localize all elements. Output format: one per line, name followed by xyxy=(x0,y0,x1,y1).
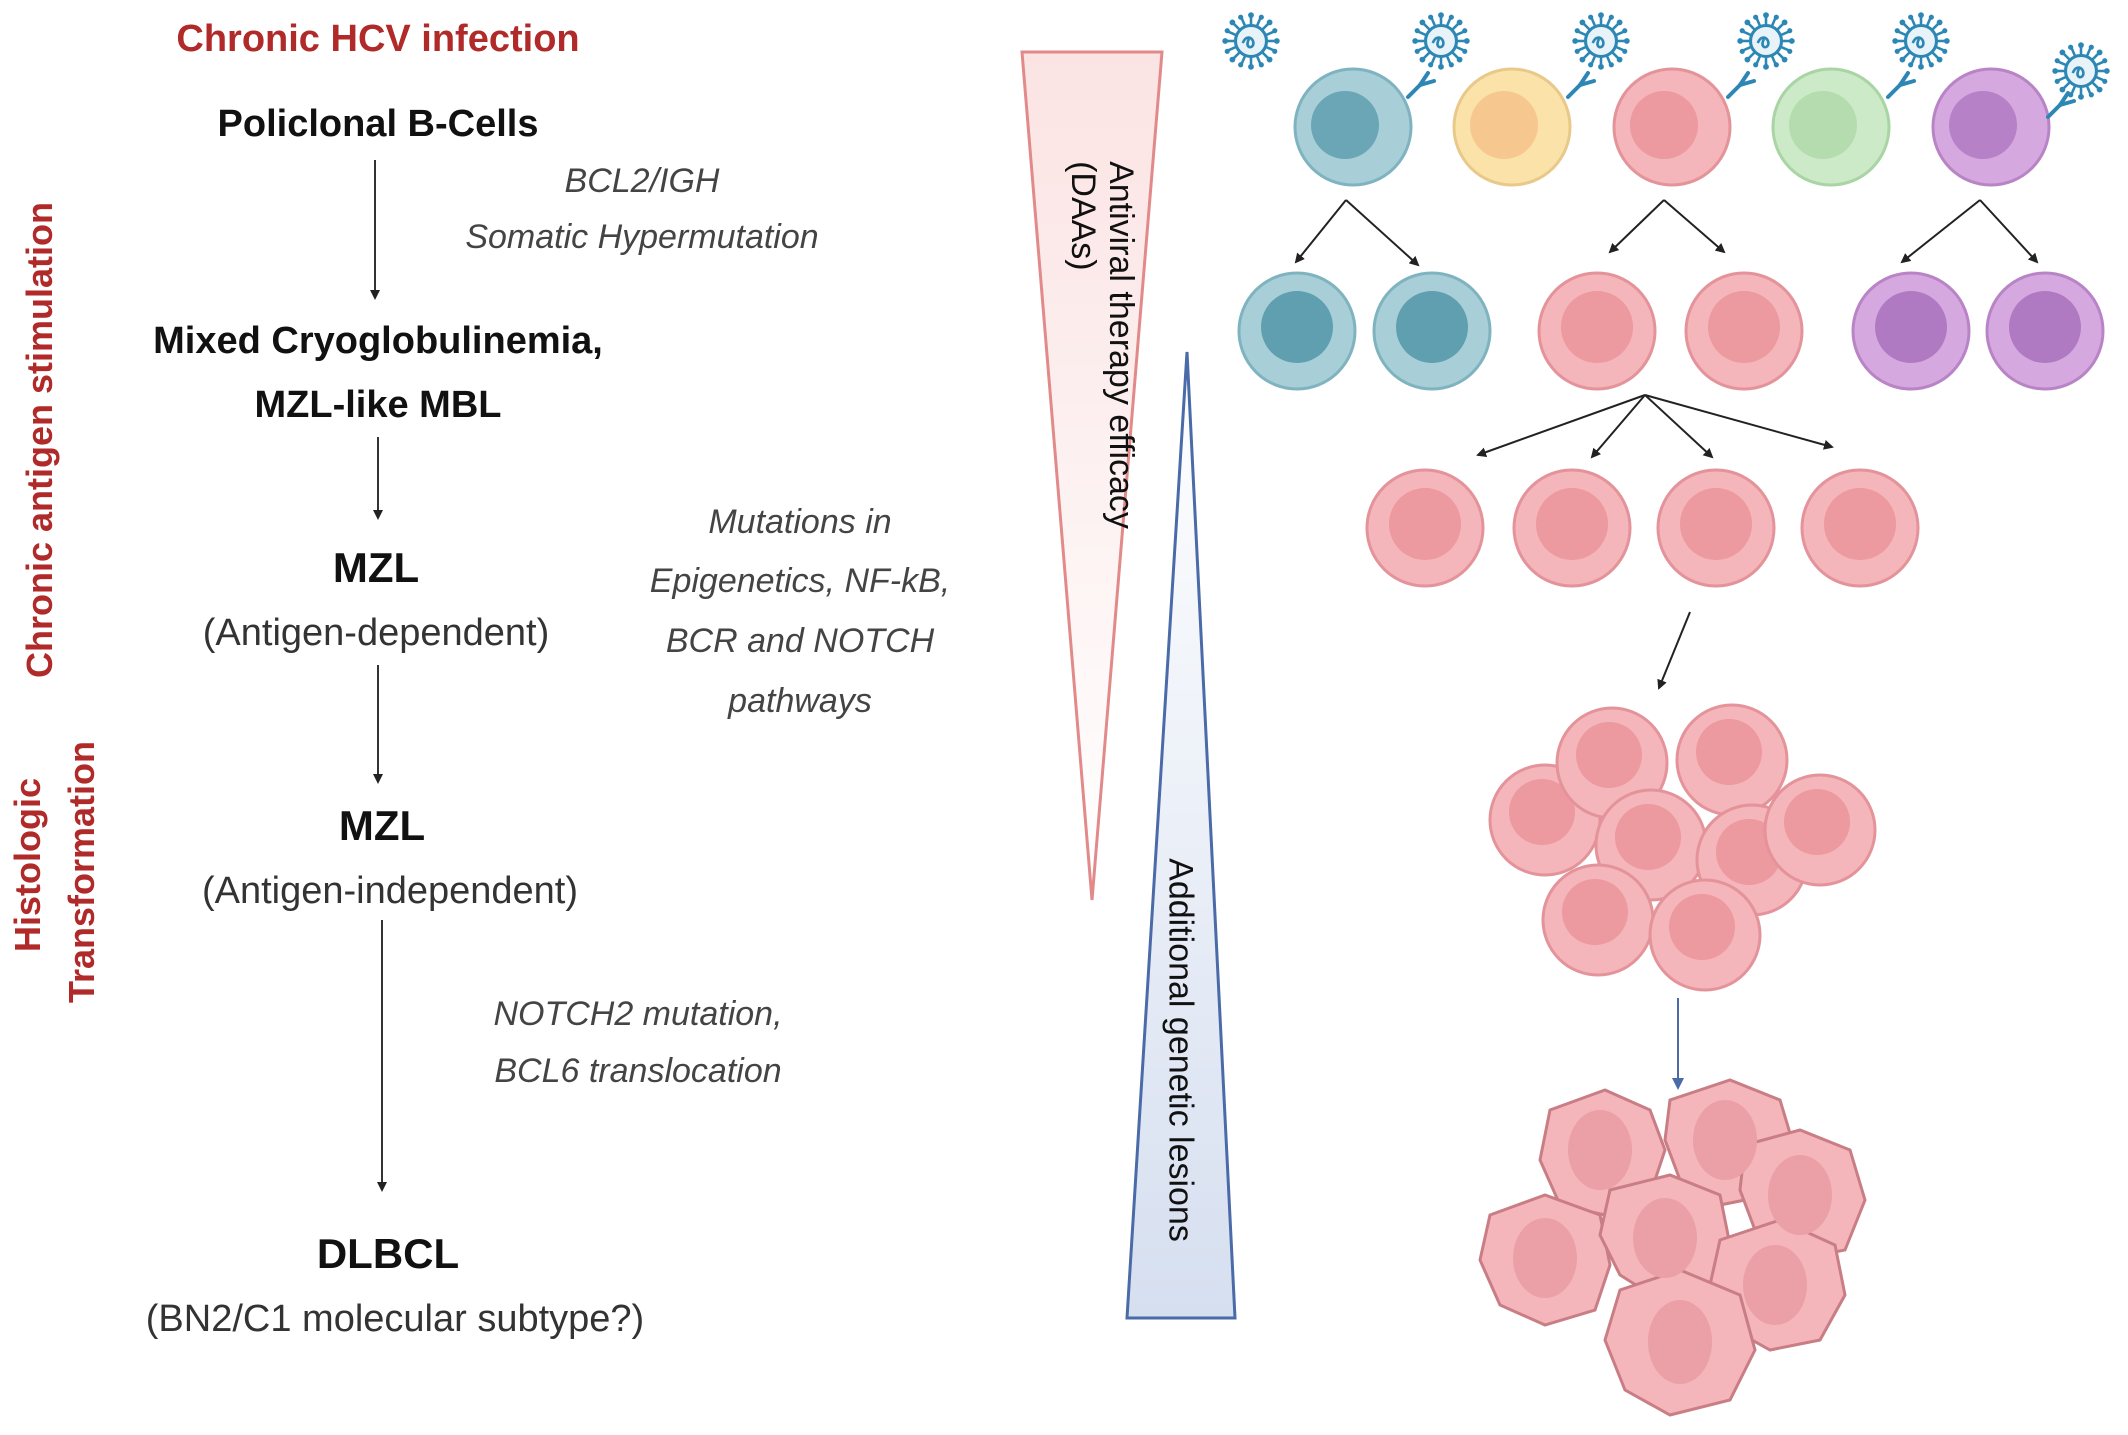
title-hcv-infection: Chronic HCV infection xyxy=(176,18,580,60)
stage-dlbcl-sub: (BN2/C1 molecular subtype?) xyxy=(145,1298,645,1340)
antiviral-therapy-label-line2: (DAAs) xyxy=(1064,161,1102,271)
antiviral-wedge xyxy=(1020,50,1164,901)
arrow-to-cluster xyxy=(1657,611,1691,690)
stage-mzl-independent-sub: (Antigen-independent) xyxy=(201,870,579,912)
flow-arrows xyxy=(370,160,387,1192)
stage-mzl-dependent-sub: (Antigen-dependent) xyxy=(202,612,550,654)
annotation-mutations-line1: Mutations in xyxy=(708,503,892,541)
branch-arrows-2 xyxy=(1476,394,1834,459)
annotation-bcl2-igh: BCL2/IGH xyxy=(564,162,720,200)
stage-cryoglobulinemia-line1: Mixed Cryoglobulinemia, xyxy=(153,320,603,362)
stage-mzl-independent-title: MZL xyxy=(338,802,426,849)
side-label-chronic-stimulation: Chronic antigen stimulation xyxy=(19,201,60,679)
annotation-mutations-line4: pathways xyxy=(728,682,872,720)
antiviral-therapy-label-line1: Antiviral therapy efficacy xyxy=(1102,161,1140,529)
side-label-transformation: Transformation xyxy=(61,740,102,1004)
side-label-histologic: Histologic xyxy=(7,777,48,953)
genetic-lesions-label: Additional genetic lesions xyxy=(1161,858,1200,1242)
branch-arrows-1 xyxy=(1294,199,2039,267)
stage-policlonal-b-cells: Policlonal B-Cells xyxy=(217,103,539,145)
top-row-cells xyxy=(1293,67,2051,187)
annotation-mutations-line3: BCR and NOTCH xyxy=(665,622,935,660)
cell-cluster xyxy=(1488,703,1877,992)
stage-cryoglobulinemia-line2: MZL-like MBL xyxy=(254,384,502,426)
stage-mzl-dependent-title: MZL xyxy=(332,544,420,591)
genetic-lesions-wedge xyxy=(1125,351,1237,1320)
antiviral-therapy-label: Antiviral therapy efficacy (DAAs) xyxy=(1064,161,1140,529)
annotation-bcl6-translocation: BCL6 translocation xyxy=(494,1052,782,1090)
second-row-cells xyxy=(1237,271,2105,391)
dlbcl-nuclei xyxy=(1513,1100,1832,1384)
annotation-notch2-mutation: NOTCH2 mutation, xyxy=(493,995,783,1033)
third-row-cells xyxy=(1365,468,1920,588)
annotation-mutations-line2: Epigenetics, NF-kB, xyxy=(649,562,951,600)
annotation-somatic-hypermutation: Somatic Hypermutation xyxy=(465,218,819,256)
stage-dlbcl-title: DLBCL xyxy=(316,1230,460,1277)
